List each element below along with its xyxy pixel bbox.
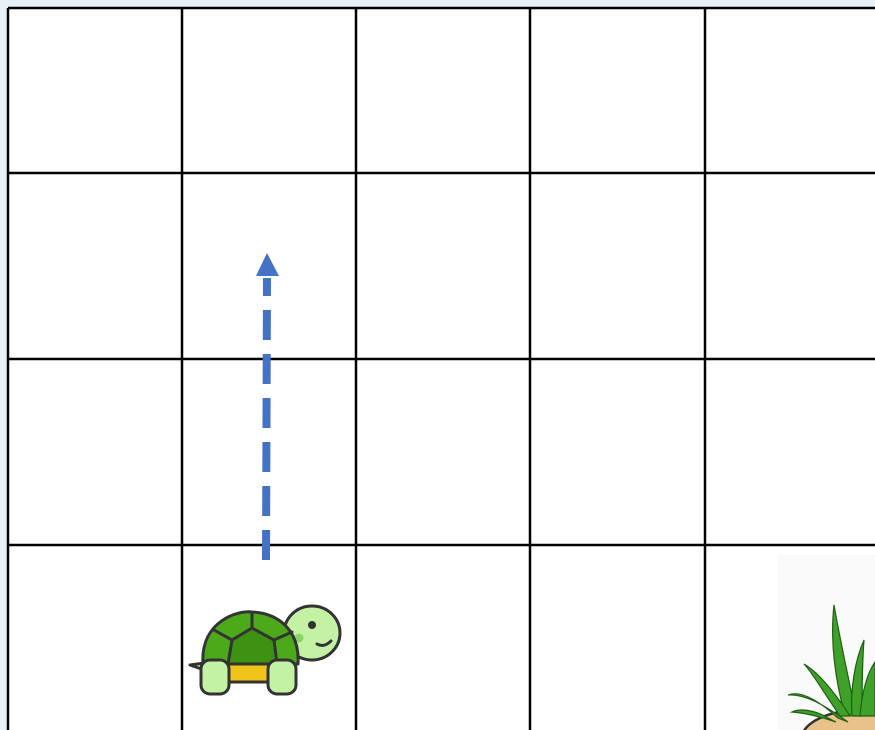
board-background <box>8 8 875 730</box>
grass-plant-icon <box>778 555 875 730</box>
